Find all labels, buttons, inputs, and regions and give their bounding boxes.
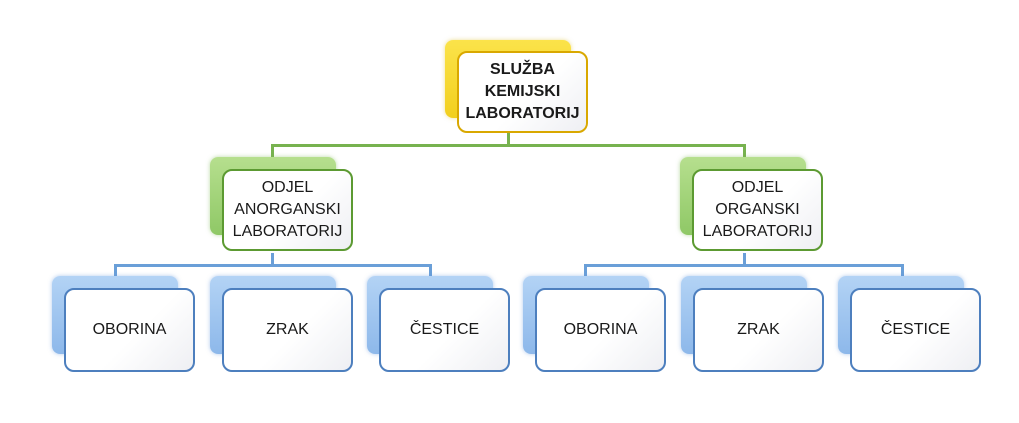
unit-box: ZRAK (222, 288, 353, 372)
connector-left-dept-down (271, 253, 274, 266)
department-anorganski-box: ODJEL ANORGANSKI LABORATORIJ (222, 169, 353, 251)
unit-label: ZRAK (737, 321, 780, 338)
connector-root-horizontal (271, 144, 746, 147)
connector-root-down (507, 133, 510, 146)
department-line-1: ODJEL (261, 179, 314, 196)
department-organski-box: ODJEL ORGANSKI LABORATORIJ (692, 169, 823, 251)
root-line-3: LABORATORIJ (465, 105, 580, 122)
department-line-1: ODJEL (731, 179, 784, 196)
unit-box: OBORINA (64, 288, 195, 372)
connector-right-horizontal (584, 264, 904, 267)
root-node-box: SLUŽBA KEMIJSKI LABORATORIJ (457, 51, 588, 133)
unit-box: OBORINA (535, 288, 666, 372)
unit-label: ČESTICE (880, 321, 951, 338)
connector-right-dept-down (743, 253, 746, 266)
department-line-3: LABORATORIJ (702, 223, 813, 240)
unit-label: ZRAK (266, 321, 309, 338)
department-line-2: ANORGANSKI (234, 201, 341, 218)
unit-label: OBORINA (92, 321, 167, 338)
unit-label: OBORINA (563, 321, 638, 338)
unit-label: ČESTICE (409, 321, 480, 338)
department-line-3: LABORATORIJ (232, 223, 343, 240)
unit-box: ČESTICE (379, 288, 510, 372)
unit-box: ZRAK (693, 288, 824, 372)
unit-box: ČESTICE (850, 288, 981, 372)
connector-left-horizontal (114, 264, 432, 267)
root-line-1: SLUŽBA (490, 61, 555, 78)
department-line-2: ORGANSKI (715, 201, 800, 218)
root-line-2: KEMIJSKI (484, 83, 561, 100)
